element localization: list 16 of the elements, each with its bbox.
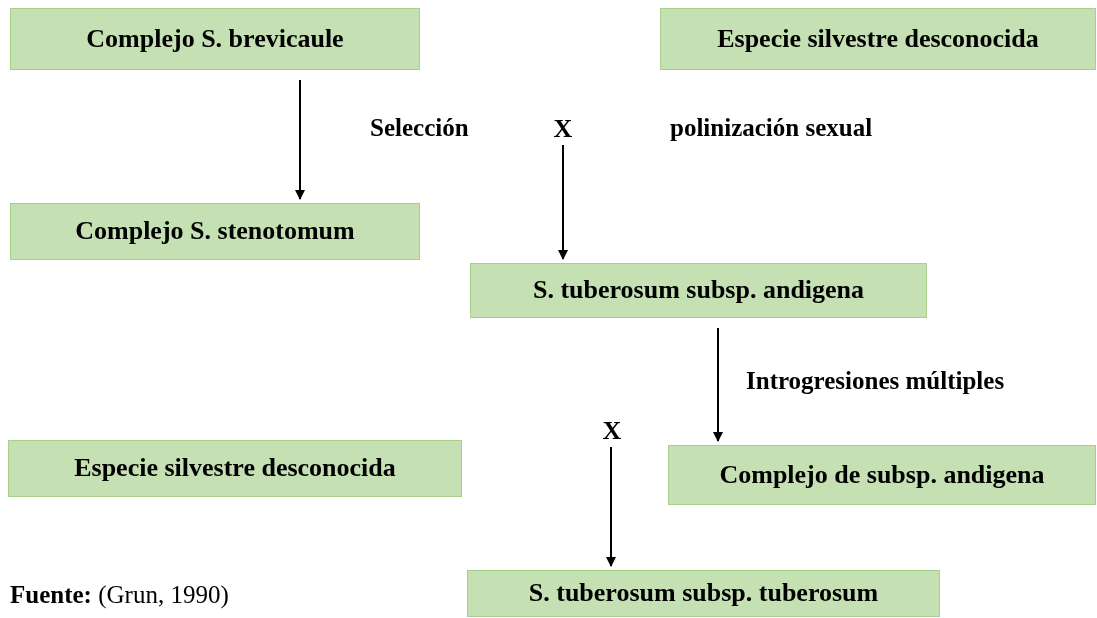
arrow xyxy=(558,144,568,260)
cross-symbol: X xyxy=(549,113,577,145)
arrow xyxy=(713,327,723,442)
species-box: Complejo S. stenotomum xyxy=(10,203,420,260)
process-label: polinización sexual xyxy=(670,115,873,140)
cross-symbol: X xyxy=(598,415,626,447)
arrow xyxy=(606,446,616,567)
species-box: Especie silvestre desconocida xyxy=(8,440,462,497)
species-box: Complejo S. brevicaule xyxy=(10,8,420,70)
arrow xyxy=(295,79,305,200)
species-box: S. tuberosum subsp. andigena xyxy=(470,263,927,318)
process-label: Selección xyxy=(370,115,469,140)
species-box: S. tuberosum subsp. tuberosum xyxy=(467,570,940,617)
species-box: Especie silvestre desconocida xyxy=(660,8,1096,70)
source-note: Fuente: (Grun, 1990) xyxy=(10,582,229,607)
species-box: Complejo de subsp. andigena xyxy=(668,445,1096,505)
